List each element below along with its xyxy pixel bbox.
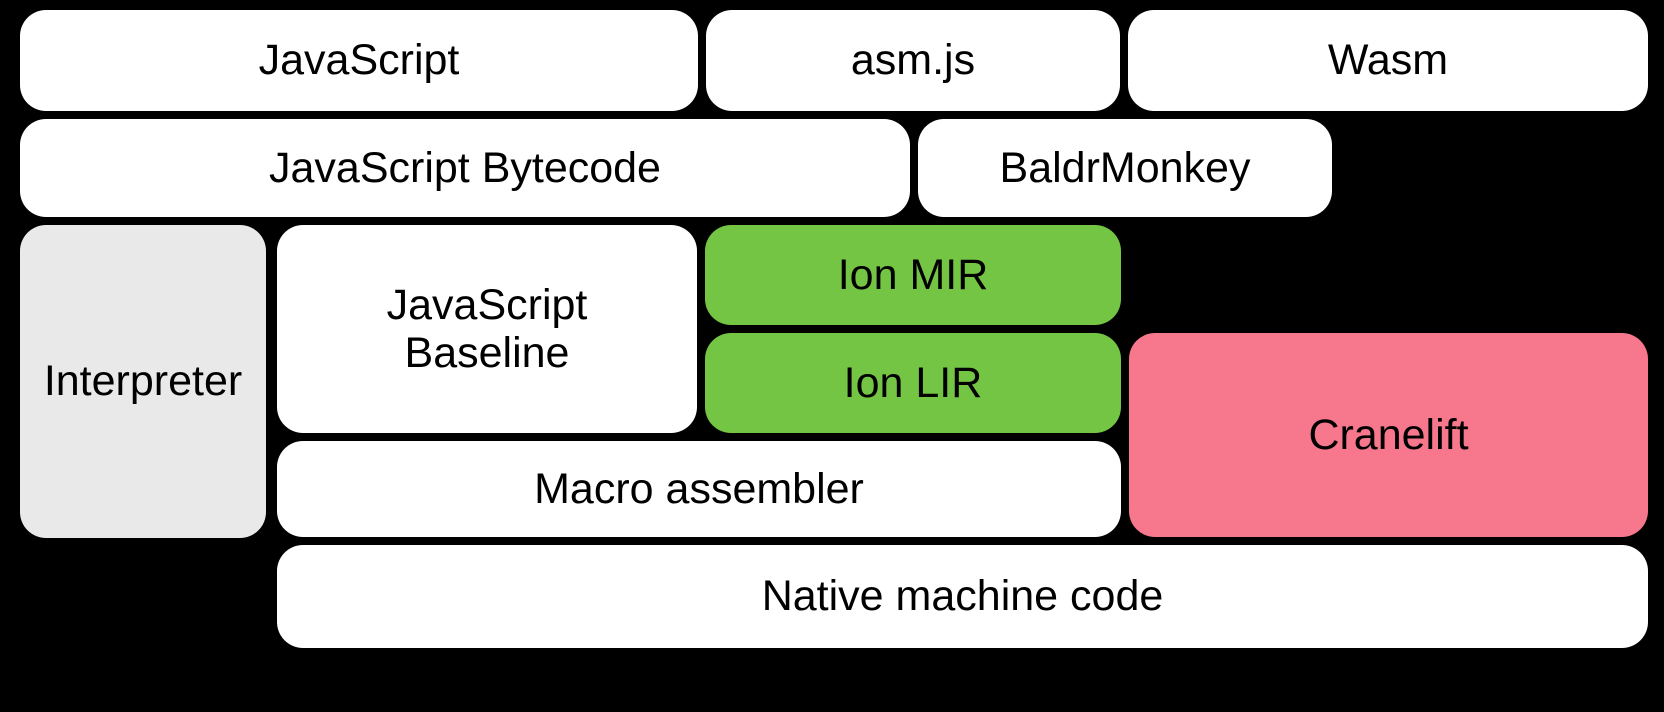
node-javascript-baseline: JavaScript Baseline [277,225,697,433]
node-macro-assembler: Macro assembler [277,441,1121,537]
node-baldrmonkey: BaldrMonkey [918,119,1332,217]
node-ion-lir: Ion LIR [705,333,1121,433]
node-label: Wasm [1327,36,1449,85]
node-label: Cranelift [1308,410,1469,459]
node-label: Native machine code [761,572,1164,621]
node-label: Macro assembler [534,464,864,513]
node-interpreter: Interpreter [20,225,266,538]
node-label: Ion MIR [837,250,989,299]
node-label: JavaScript Baseline [386,280,588,377]
node-cranelift: Cranelift [1129,333,1648,537]
node-native-machine-code: Native machine code [277,545,1648,648]
node-label: BaldrMonkey [999,143,1251,192]
node-javascript: JavaScript [20,10,698,111]
node-asmjs: asm.js [706,10,1120,111]
node-label: JavaScript Bytecode [269,143,661,192]
node-label: JavaScript [258,36,460,85]
node-ion-mir: Ion MIR [705,225,1121,325]
node-label: Interpreter [43,357,243,406]
node-label: asm.js [850,36,976,85]
node-label: Ion LIR [843,358,983,407]
node-wasm: Wasm [1128,10,1648,111]
node-javascript-bytecode: JavaScript Bytecode [20,119,910,217]
